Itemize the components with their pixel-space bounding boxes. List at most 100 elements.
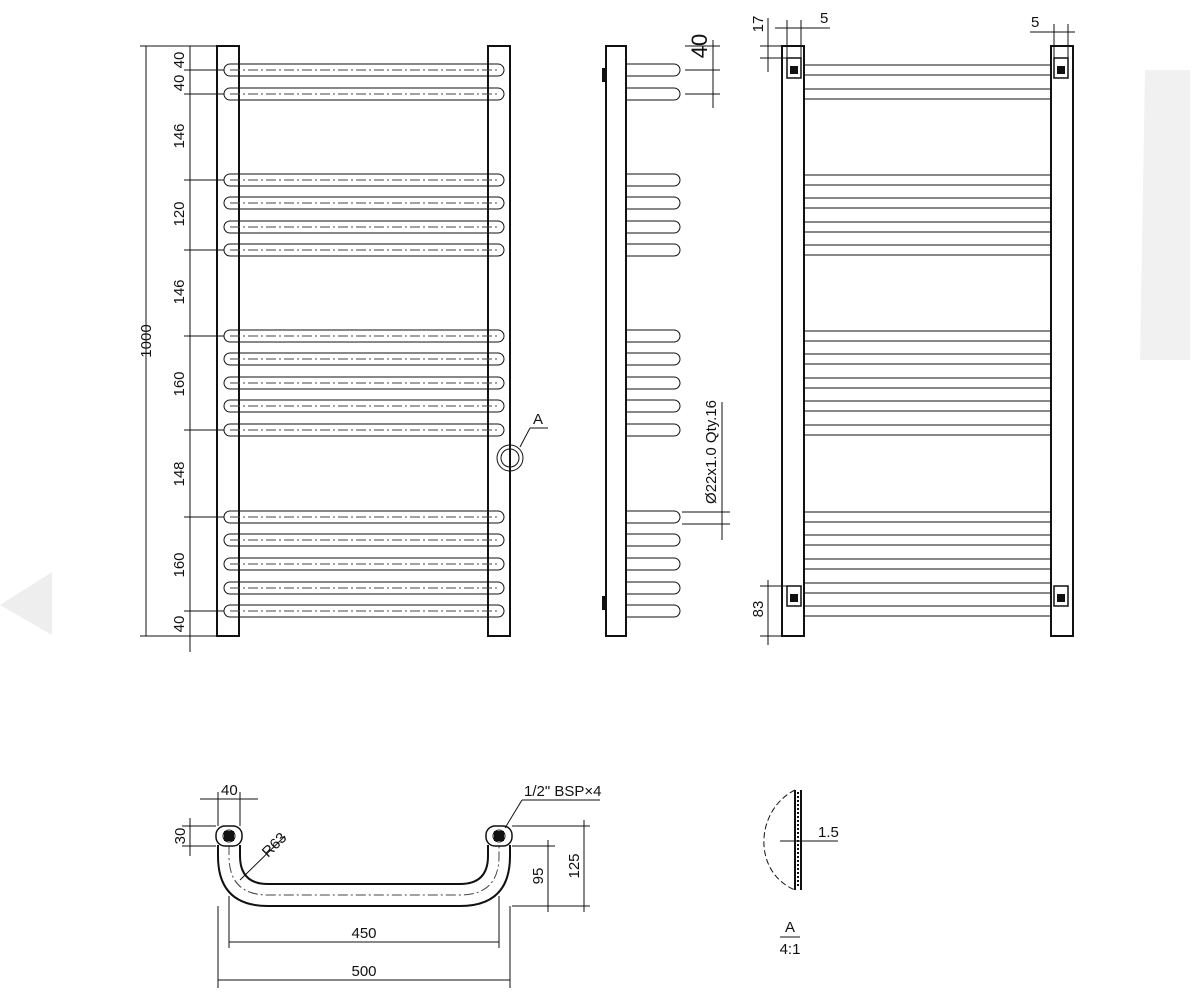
dim-5-left-label: 5 [820,10,828,27]
side-bar [626,604,681,618]
side-bracket-top [602,68,606,82]
side-bar [626,376,681,390]
side-view: 40 Ø22x1.0 Qty.16 [602,34,730,637]
back-bar [804,197,1051,209]
front-bar [223,581,505,595]
top-dim-500-label: 500 [351,963,376,980]
top-view-outer-outline [217,845,511,907]
back-bar [804,400,1051,412]
dim-label-2: 40 [171,75,188,92]
front-bar [223,604,505,618]
side-rail [605,45,627,637]
front-bar [223,243,505,257]
side-bar [626,557,681,571]
total-height-label: 1000 [138,324,155,357]
dim-label-5: 146 [171,279,188,304]
detail-view: 1.5 A 4:1 [763,789,839,958]
top-dim-40-label: 40 [221,782,238,799]
side-top-dim: 40 [687,34,712,58]
back-bar [804,330,1051,342]
side-bar [626,581,681,595]
front-bar [223,220,505,234]
side-bar [626,243,681,257]
front-bar [223,63,505,77]
detail-arc [763,789,796,891]
back-bar [804,558,1051,570]
side-bar [626,352,681,366]
back-bar [804,64,1051,76]
back-bar [804,424,1051,436]
side-bar [626,173,681,187]
side-bar [626,329,681,343]
top-dim-30-label: 30 [172,828,189,845]
back-bars [804,64,1051,617]
top-dim-125-label: 125 [566,853,583,878]
front-bar [223,533,505,547]
watermark-right [1140,70,1190,360]
front-extension-lines [184,69,224,612]
detail-a-circle [496,444,524,472]
top-dim-450-label: 450 [351,925,376,942]
front-bar [223,329,505,343]
side-bar [626,423,681,437]
detail-marker-label: A [533,411,543,428]
side-bar [626,63,681,77]
back-bar [804,377,1051,389]
dim-5-right-label: 5 [1031,14,1039,31]
back-bar [804,511,1051,523]
front-view: A 1000 40 40 146 120 146 160 148 160 40 [138,45,548,652]
pipe-spec-label: Ø22x1.0 Qty.16 [703,400,720,504]
dim-label-3: 146 [171,123,188,148]
side-bracket-bottom [602,596,606,610]
front-bar [223,352,505,366]
back-bar [804,582,1051,594]
thickness-label: 1.5 [818,824,839,841]
watermark-left [0,572,52,635]
back-bar [804,534,1051,546]
back-bar [804,88,1051,100]
side-bar [626,196,681,210]
side-bar [626,533,681,547]
front-bar [223,557,505,571]
back-bar [804,353,1051,365]
back-bar [804,221,1051,233]
front-right-rail [487,45,511,637]
back-bar [804,174,1051,186]
top-view: 40 30 R63 1/2" BSP×4 95 125 450 500 [172,782,601,988]
front-bar [223,423,505,437]
dim-label-9: 40 [171,616,188,633]
back-left-rail [781,45,805,637]
dim-label-1: 40 [171,52,188,69]
side-bar [626,399,681,413]
side-bar [626,220,681,234]
dim-label-4: 120 [171,201,188,226]
back-view: 17 5 5 83 [750,10,1075,645]
dim-label-7: 148 [171,461,188,486]
detail-label: A [785,919,795,936]
dim-label-6: 160 [171,371,188,396]
side-bar [626,87,681,101]
back-bar [804,605,1051,617]
top-view-centerline [228,845,500,896]
dim-17-label: 17 [750,16,767,33]
top-dim-95-label: 95 [530,868,547,885]
thread-label: 1/2" BSP×4 [524,783,601,800]
front-bar [223,376,505,390]
back-right-rail [1050,45,1074,637]
side-bar [626,510,681,524]
dim-label-8: 160 [171,552,188,577]
front-left-rail [216,45,240,637]
back-bar [804,244,1051,256]
front-bars [223,63,505,618]
front-bar [223,399,505,413]
detail-scale-label: 4:1 [780,941,801,958]
radius-label: R63 [259,829,290,860]
dim-83-label: 83 [750,601,767,618]
top-view-inner-outline [239,845,489,885]
detail-a-inner-circle [500,448,520,468]
front-bar [223,173,505,187]
side-bars [626,63,681,618]
front-bar [223,510,505,524]
front-bar [223,196,505,210]
